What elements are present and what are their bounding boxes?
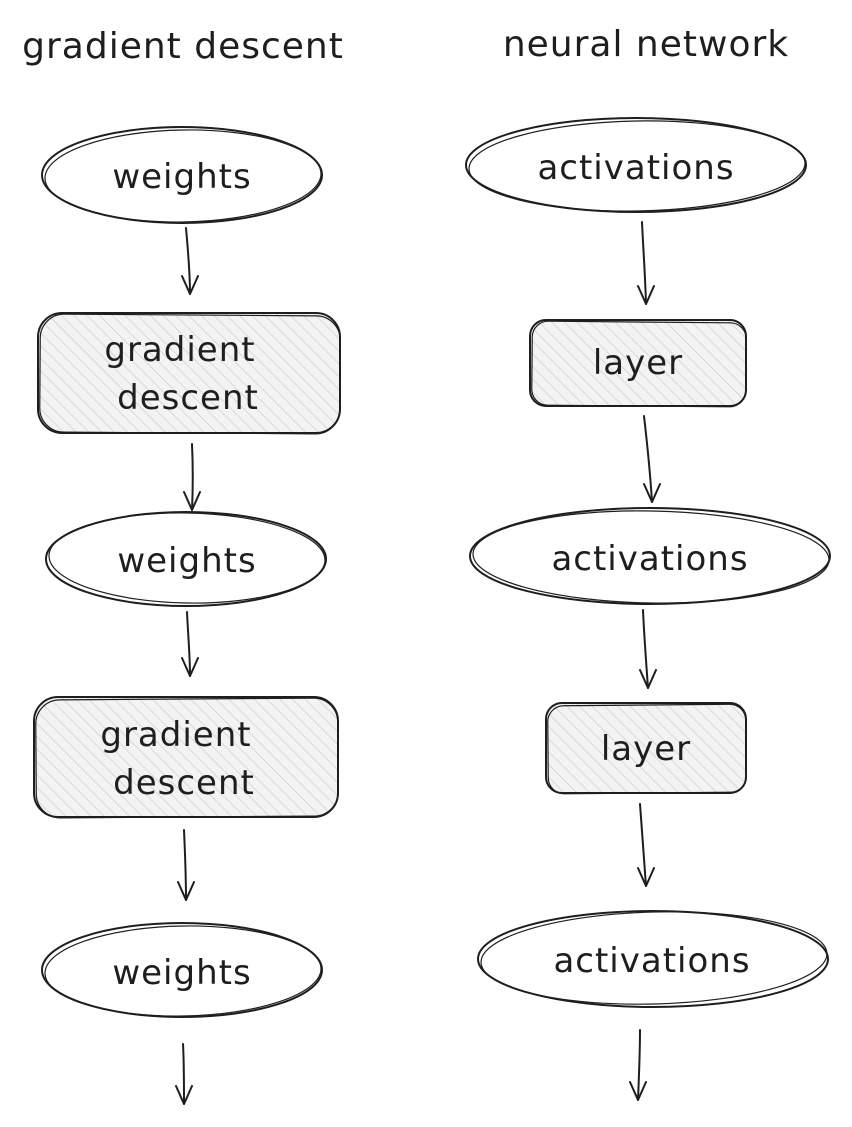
left-gd-label-1b: descent	[117, 378, 259, 418]
left-gd-label-2b: descent	[113, 763, 255, 803]
left-gd-label-2a: gradient	[100, 715, 251, 755]
left-weights-node-3[interactable]: weights	[41, 922, 323, 1018]
right-activations-node-3[interactable]: activations	[477, 907, 829, 1008]
right-layer-node-1[interactable]: layer	[529, 319, 747, 408]
right-activations-node-2[interactable]: activations	[469, 507, 831, 606]
left-weights-label-1: weights	[112, 157, 251, 197]
left-gradient-descent-node-1[interactable]: gradient descent	[37, 312, 341, 435]
left-arrow-1	[181, 227, 199, 295]
left-gd-label-1a: gradient	[104, 330, 255, 370]
right-arrow-2	[643, 415, 661, 503]
right-activations-label-3: activations	[553, 941, 750, 981]
right-layer-label-1: layer	[593, 343, 683, 383]
right-arrow-4	[637, 803, 655, 887]
right-arrow-1	[637, 221, 655, 305]
left-weights-label-3: weights	[112, 953, 251, 993]
left-weights-node-2[interactable]: weights	[45, 511, 327, 607]
right-activations-node-1[interactable]: activations	[465, 117, 807, 214]
right-layer-node-2[interactable]: layer	[545, 702, 747, 795]
left-weights-node-1[interactable]: weights	[41, 126, 323, 224]
right-arrow-3	[639, 609, 657, 689]
right-activations-label-1: activations	[537, 148, 734, 188]
left-arrow-5	[175, 1043, 193, 1105]
right-layer-label-2: layer	[601, 729, 691, 769]
right-activations-label-2: activations	[551, 539, 748, 579]
right-column-title: neural network	[503, 24, 789, 65]
left-weights-label-2: weights	[117, 541, 256, 581]
left-column-title: gradient descent	[22, 26, 344, 67]
right-arrow-5	[629, 1029, 647, 1101]
left-gradient-descent-node-2[interactable]: gradient descent	[33, 696, 339, 819]
left-arrow-4	[177, 829, 195, 901]
left-arrow-3	[181, 611, 199, 677]
left-arrow-2	[183, 443, 201, 511]
